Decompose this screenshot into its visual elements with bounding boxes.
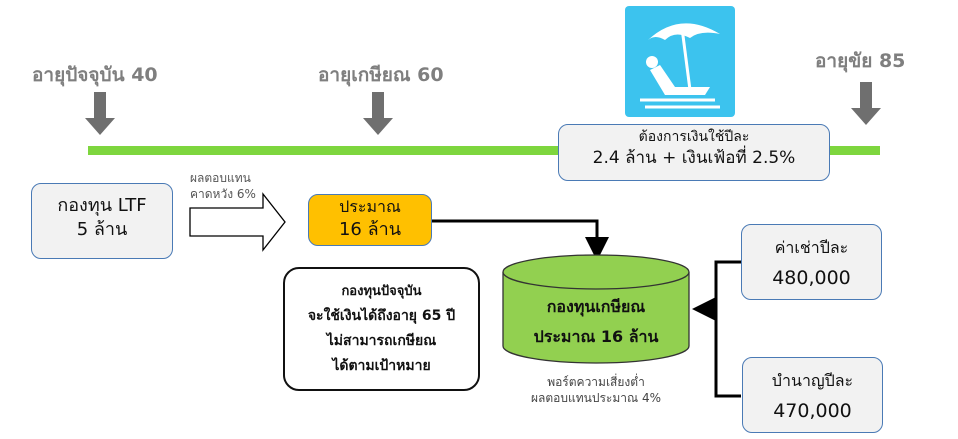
beach-chair-umbrella-icon	[625, 6, 735, 117]
note-line3: ไม่สามารถเกษียณ	[326, 333, 437, 349]
retirement-fund-cylinder	[502, 254, 690, 364]
retire-age-label: อายุเกษียณ 60	[318, 64, 444, 86]
approx-line1: ประมาณ	[339, 197, 401, 216]
current-age-label: อายุปัจจุบัน 40	[32, 64, 158, 86]
approx-box: ประมาณ 16 ล้าน	[308, 194, 432, 246]
note-line1: กองทุนปัจจุบัน	[341, 284, 422, 299]
ltf-box: กองทุน LTF 5 ล้าน	[31, 183, 173, 259]
rent-box: ค่าเช่าปีละ 480,000	[741, 224, 882, 300]
pension-line2: 470,000	[773, 400, 852, 422]
portfolio-line1: พอร์ตความเสี่ยงต่ำ	[547, 375, 645, 389]
portfolio-note: พอร์ตความเสี่ยงต่ำ ผลตอบแทนประมาณ 4%	[503, 374, 689, 406]
timeline-line	[88, 146, 880, 155]
pension-line1: บำนาญปีละ	[771, 371, 854, 390]
pension-box: บำนาญปีละ 470,000	[742, 357, 883, 433]
portfolio-line2: ผลตอบแทนประมาณ 4%	[531, 391, 661, 406]
expected-return-line2: คาดหวัง 6%	[190, 187, 256, 202]
approx-line2: 16 ล้าน	[338, 218, 402, 240]
ltf-line2: 5 ล้าน	[76, 219, 128, 241]
growth-arrow	[189, 192, 286, 252]
needs-box: ต้องการเงินใช้ปีละ 2.4 ล้าน + เงินเฟ้อที…	[558, 124, 830, 181]
rent-line1: ค่าเช่าปีละ	[774, 238, 849, 257]
note-line4: ได้ตามเป้าหมาย	[332, 358, 431, 374]
life-age-label: อายุขัย 85	[815, 50, 906, 72]
note-box: กองทุนปัจจุบัน จะใช้เงินได้ถึงอายุ 65 ปี…	[283, 267, 480, 391]
expected-return-line1: ผลตอบแทน	[190, 171, 251, 185]
note-line2: จะใช้เงินได้ถึงอายุ 65 ปี	[307, 308, 456, 324]
fund-label: กองทุนเกษียณ ประมาณ 16 ล้าน	[503, 292, 689, 352]
expected-return: ผลตอบแทน คาดหวัง 6%	[190, 170, 256, 202]
needs-line1: ต้องการเงินใช้ปีละ	[638, 129, 750, 145]
down-arrow-icon	[85, 82, 881, 135]
fund-line2: ประมาณ 16 ล้าน	[533, 327, 659, 346]
fund-line1: กองทุนเกษียณ	[546, 297, 646, 316]
ltf-line1: กองทุน LTF	[57, 195, 147, 216]
rent-line2: 480,000	[772, 267, 851, 289]
needs-line2: 2.4 ล้าน + เงินเฟ้อที่ 2.5%	[592, 147, 796, 168]
